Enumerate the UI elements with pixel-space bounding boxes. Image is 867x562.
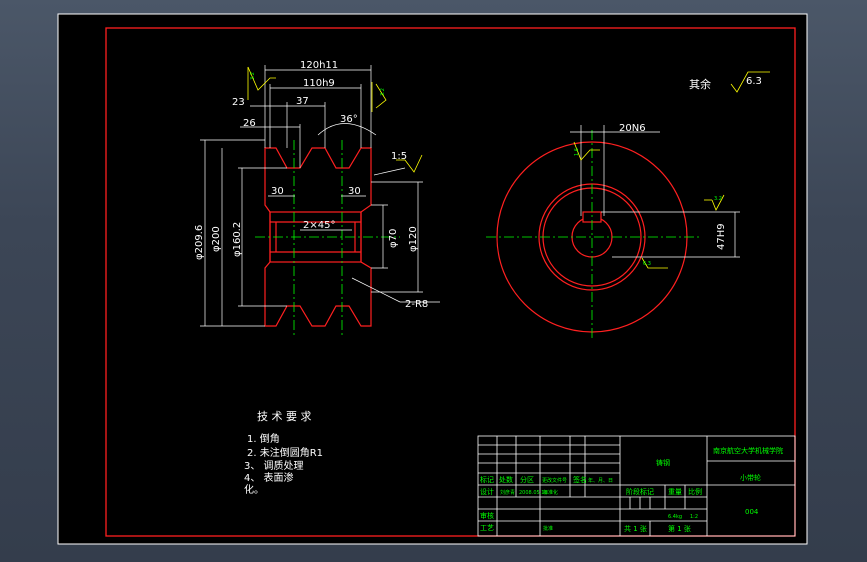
tb-weight: 6.4kg xyxy=(668,514,682,520)
tb-row1-4: 签名 xyxy=(573,475,587,484)
dim-30-left: 30 xyxy=(271,186,284,197)
tech-item-4: 4、 表面渗 xyxy=(244,471,294,484)
dim-30-right: 30 xyxy=(348,186,361,197)
roughness-note: 其余 6.3 xyxy=(689,71,770,93)
tech-item-5: 化。 xyxy=(244,483,264,496)
dim-37: 37 xyxy=(296,96,309,107)
section-dimension-text: 120h11 110h9 23 37 26 36° 1:5 30 30 2×45… xyxy=(194,60,428,310)
tb-designer-name: 刘彦青 xyxy=(500,489,515,496)
title-block: 铸钢 南京航空大学机械学院 小带轮 004 标记 处数 分区 更改文件号 签名 … xyxy=(477,435,796,537)
tb-weight-label: 重量 xyxy=(668,488,682,496)
tb-sheet-no: 第 1 张 xyxy=(668,524,691,533)
front-view: 20N6 47H9 1.6 3.2 6.3 xyxy=(486,123,740,340)
dim-phi70: φ70 xyxy=(388,229,399,248)
section-dimensions xyxy=(200,65,440,327)
drawing-sheet xyxy=(57,13,808,545)
dim-chamfer: 2×45° xyxy=(303,220,335,231)
dim-taper: 1:5 xyxy=(391,151,407,162)
tech-item-3: 3、 调质处理 xyxy=(244,460,304,472)
tb-drawing-no: 004 xyxy=(745,508,759,516)
tb-row1-0: 标记 xyxy=(480,475,494,484)
roughness-key: 1.6 xyxy=(574,148,580,156)
dim-angle: 36° xyxy=(340,114,358,125)
dim-phi1602: φ160.2 xyxy=(232,222,243,257)
dim-110h9: 110h9 xyxy=(303,78,335,89)
dim-120h11: 120h11 xyxy=(300,60,338,71)
tech-requirements: 技 术 要 求 1. 倒角 2. 未注倒圆角R1 3、 调质处理 4、 表面渗 … xyxy=(244,410,323,496)
tb-stage-mark: 阶段标记 xyxy=(626,487,654,496)
tb-check: 审核 xyxy=(480,511,494,520)
roughness-label: 其余 xyxy=(689,77,711,91)
roughness-symbols-section: 3.2 3.2 xyxy=(247,66,423,173)
tb-row1-3: 更改文件号 xyxy=(542,477,567,484)
tb-approve: 批准 xyxy=(543,525,553,532)
tech-title: 技 术 要 求 xyxy=(257,410,312,423)
tb-scale: 1:2 xyxy=(690,514,698,520)
tb-part-name: 小带轮 xyxy=(740,473,761,482)
dim-phi120: φ120 xyxy=(408,226,419,252)
dim-26: 26 xyxy=(243,118,256,129)
roughness-value: 6.3 xyxy=(746,76,762,87)
tb-process: 工艺 xyxy=(480,524,494,532)
roughness-keywall: 3.2 xyxy=(714,196,722,202)
tb-row1-5: 年、月、日 xyxy=(588,477,613,484)
roughness-top-left: 3.2 xyxy=(250,72,256,80)
tb-scale-label: 比例 xyxy=(688,487,702,496)
tb-material: 铸钢 xyxy=(656,458,670,467)
roughness-bottom: 6.3 xyxy=(643,261,651,267)
roughness-top-right: 3.2 xyxy=(380,88,386,96)
tb-row1-2: 分区 xyxy=(520,475,534,484)
tb-designer: 设计 xyxy=(480,487,494,496)
tb-row1-1: 处数 xyxy=(499,475,513,484)
dim-r8: 2-R8 xyxy=(405,299,428,310)
drawing-border xyxy=(105,27,796,537)
dim-23: 23 xyxy=(232,97,245,108)
dim-phi2096: φ209.6 xyxy=(194,225,205,260)
dim-20n6: 20N6 xyxy=(619,123,646,134)
section-view xyxy=(255,140,400,335)
tb-standardize: 标准化 xyxy=(543,489,558,496)
pulley-section-hatch xyxy=(264,147,372,327)
dim-phi200: φ200 xyxy=(211,226,222,252)
tb-school: 南京航空大学机械学院 xyxy=(713,446,783,455)
tech-item-1: 1. 倒角 xyxy=(247,433,280,445)
tb-sheets: 共 1 张 xyxy=(624,524,647,533)
tb-design-date: 2008.05.18 xyxy=(519,490,548,496)
dim-47h9: 47H9 xyxy=(716,223,727,250)
tech-item-2: 2. 未注倒圆角R1 xyxy=(247,446,323,459)
